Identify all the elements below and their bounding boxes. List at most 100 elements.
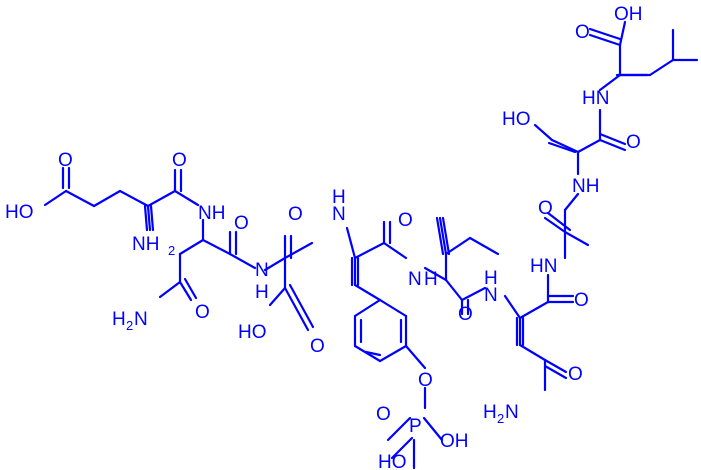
atom-label: N <box>484 285 498 306</box>
atom-label: HN <box>530 256 557 277</box>
atom-label-subscript: 2 <box>168 243 175 258</box>
bond <box>146 204 152 232</box>
bond <box>648 58 675 77</box>
bond <box>353 283 382 302</box>
bond <box>386 416 412 442</box>
bond <box>183 277 198 300</box>
atom-label: O <box>575 22 590 43</box>
bond <box>345 226 357 260</box>
atom-label: O <box>234 213 249 234</box>
atom-label: OH <box>614 4 643 25</box>
bond <box>543 216 567 234</box>
atom-label: H <box>255 282 269 303</box>
bond <box>263 256 287 272</box>
bond <box>518 300 550 320</box>
bond <box>146 189 177 208</box>
bond <box>158 280 182 299</box>
atom-label: P <box>409 416 422 437</box>
bond <box>422 416 444 442</box>
atom-label: NH <box>132 234 159 255</box>
atom-label-subscript: 2 <box>497 411 504 426</box>
atom-label: H <box>332 187 346 208</box>
atom-label: H <box>424 269 438 290</box>
bond <box>563 192 580 212</box>
bond <box>173 189 200 207</box>
bond <box>598 138 627 152</box>
bond <box>178 238 205 256</box>
bond <box>353 298 382 318</box>
atom-label: O <box>195 302 210 323</box>
bond <box>543 364 568 380</box>
atom-label: O <box>538 198 553 219</box>
bond <box>441 216 451 256</box>
atom-label: O <box>568 364 583 385</box>
atom-label: OH <box>440 431 469 452</box>
atom-label: H <box>483 402 497 423</box>
bond <box>364 350 382 357</box>
bond <box>283 286 310 332</box>
atom-label: O <box>172 150 187 171</box>
bond <box>92 189 122 208</box>
bond <box>404 344 427 370</box>
atom-label: HO <box>238 322 267 343</box>
bond <box>546 211 572 232</box>
bond <box>533 123 554 142</box>
bond <box>43 189 68 207</box>
bond <box>550 138 580 154</box>
bond <box>518 343 547 362</box>
bond <box>201 238 232 256</box>
atom-label: HO <box>5 202 34 223</box>
bond <box>598 132 627 146</box>
atom-label: O <box>310 336 325 357</box>
atom-label: O <box>574 290 589 311</box>
bond <box>547 141 577 154</box>
atom-labels: O HO O NH 2 NH O H 2 N O N H O HO O N H … <box>5 4 643 470</box>
bond <box>228 252 257 270</box>
atom-label: O <box>418 370 433 391</box>
atom-label: HN <box>582 88 609 109</box>
bond <box>378 344 408 363</box>
bond <box>149 204 155 232</box>
bond <box>503 294 522 320</box>
bond <box>598 73 622 92</box>
bond <box>353 241 386 260</box>
bond <box>563 230 590 247</box>
bond <box>378 298 408 318</box>
bond <box>460 286 487 302</box>
atom-label: O <box>626 132 641 153</box>
bond-lines <box>43 20 699 470</box>
bond <box>390 436 414 460</box>
atom-label: N <box>505 402 519 423</box>
atom-label: O <box>398 210 413 231</box>
bond <box>382 241 408 260</box>
atom-label: HO <box>378 452 407 470</box>
bond <box>353 344 382 363</box>
bond <box>178 280 193 302</box>
bond <box>444 278 464 302</box>
atom-label: N <box>134 309 148 330</box>
bond <box>143 204 149 232</box>
atom-label: O <box>58 150 73 171</box>
atom-label: N <box>408 269 422 290</box>
atom-label: O <box>376 404 391 425</box>
bond <box>588 33 622 47</box>
bond <box>435 216 445 256</box>
bond <box>283 241 314 260</box>
bond <box>118 189 150 208</box>
bond <box>543 358 568 374</box>
bond <box>423 266 448 282</box>
bond <box>588 27 622 41</box>
bond <box>64 189 96 208</box>
bond <box>268 286 287 307</box>
bond <box>444 236 472 256</box>
atom-label: O <box>288 204 303 225</box>
atom-label: HO <box>502 109 531 130</box>
bond <box>438 216 448 256</box>
bond <box>618 20 627 47</box>
atom-label-subscript: 2 <box>126 318 133 333</box>
bond <box>288 283 315 329</box>
atom-label: O <box>458 304 473 325</box>
atom-label: H <box>484 268 498 289</box>
bond <box>576 138 602 154</box>
